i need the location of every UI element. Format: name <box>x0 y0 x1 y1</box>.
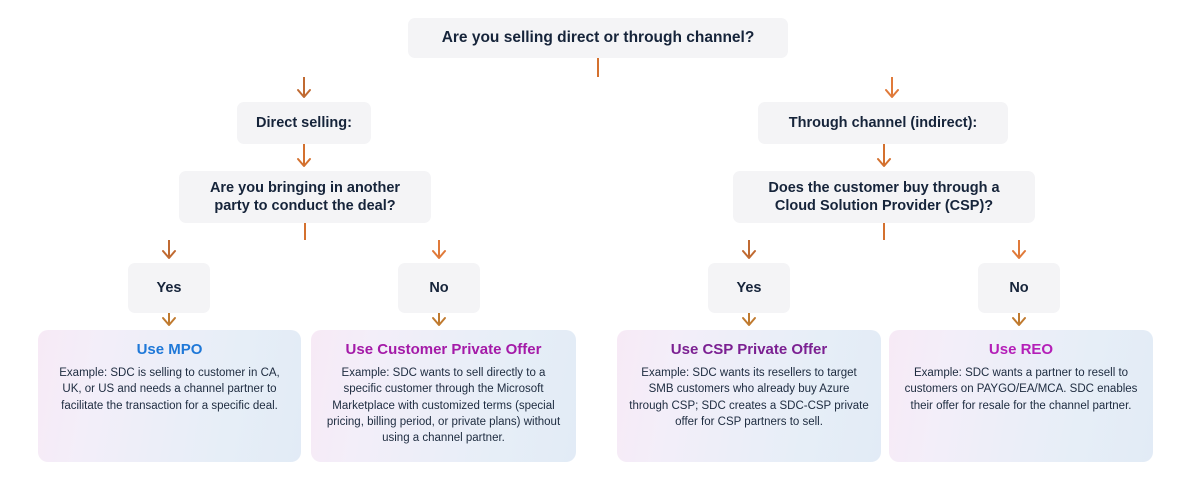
outcome-body-csp-private-offer: Example: SDC wants its resellers to targ… <box>629 367 869 428</box>
outcome-card-customer-private-offer[interactable]: Use Customer Private Offer Example: SDC … <box>311 330 576 462</box>
arrowhead-card-csp <box>742 317 756 326</box>
answer-no-left-box[interactable]: No <box>398 263 480 313</box>
arrowhead-no-right <box>1012 250 1026 259</box>
question-csp-label: Does the customer buy through a Cloud So… <box>768 179 1000 214</box>
outcome-title-mpo: Use MPO <box>136 341 203 358</box>
outcome-card-reo[interactable]: Use REO Example: SDC wants a partner to … <box>889 330 1153 462</box>
question-csp-box[interactable]: Does the customer buy through a Cloud So… <box>733 171 1035 223</box>
outcome-title-csp-private-offer: Use CSP Private Offer <box>670 341 828 358</box>
arrowhead-direct <box>297 89 311 98</box>
answer-no-right-label: No <box>1009 279 1029 296</box>
arrowhead-channel <box>885 89 899 98</box>
outcome-body-mpo: Example: SDC is selling to customer in C… <box>59 367 280 412</box>
arrowhead-card-mpo <box>162 317 176 326</box>
answer-no-left-label: No <box>429 279 449 296</box>
outcome-title-customer-private-offer: Use Customer Private Offer <box>345 341 542 358</box>
branch-through-channel-box[interactable]: Through channel (indirect): <box>758 102 1008 144</box>
root-question-box[interactable]: Are you selling direct or through channe… <box>408 18 788 58</box>
arrowhead-no-left <box>432 250 446 259</box>
arrowhead-card-cpo <box>432 317 446 326</box>
answer-yes-left-box[interactable]: Yes <box>128 263 210 313</box>
arrowhead-yes-left <box>162 250 176 259</box>
arrowhead-right-question <box>877 158 891 167</box>
question-another-party-box[interactable]: Are you bringing in another party to con… <box>179 171 431 223</box>
branch-direct-selling-box[interactable]: Direct selling: <box>237 102 371 144</box>
arrowhead-left-question <box>297 158 311 167</box>
outcome-card-mpo[interactable]: Use MPO Example: SDC is selling to custo… <box>38 330 301 462</box>
arrowhead-card-reo <box>1012 317 1026 326</box>
branch-through-channel-label: Through channel (indirect): <box>788 114 978 131</box>
answer-no-right-box[interactable]: No <box>978 263 1060 313</box>
branch-direct-selling-label: Direct selling: <box>256 114 352 131</box>
outcome-body-reo: Example: SDC wants a partner to resell t… <box>904 367 1138 412</box>
question-another-party-label: Are you bringing in another party to con… <box>209 179 401 214</box>
answer-yes-left-label: Yes <box>156 279 182 296</box>
outcome-title-reo: Use REO <box>988 341 1054 358</box>
root-question-label: Are you selling direct or through channe… <box>441 29 755 47</box>
answer-yes-right-label: Yes <box>736 279 762 296</box>
outcome-card-csp-private-offer[interactable]: Use CSP Private Offer Example: SDC wants… <box>617 330 881 462</box>
answer-yes-right-box[interactable]: Yes <box>708 263 790 313</box>
outcome-body-customer-private-offer: Example: SDC wants to sell directly to a… <box>326 367 561 445</box>
arrowhead-yes-right <box>742 250 756 259</box>
